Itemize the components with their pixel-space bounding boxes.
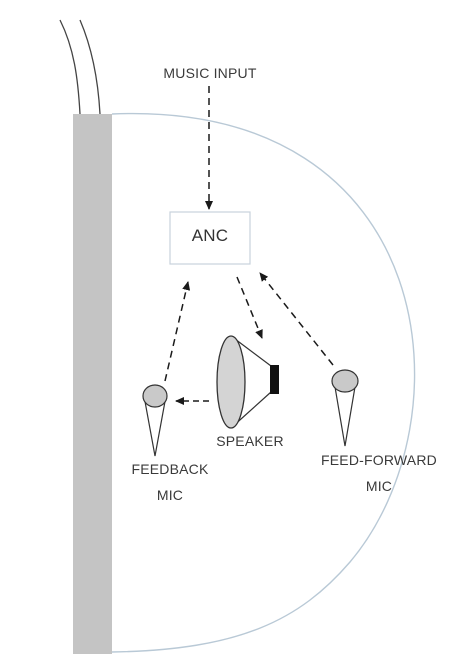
music-input-label: MUSIC INPUT (163, 65, 257, 81)
arrow-feedback-mic-to-anc (164, 281, 191, 382)
feedback-mic-icon (142, 384, 168, 457)
anc-box (169, 211, 251, 265)
feedback-mic-label-line1: FEEDBACK (131, 461, 209, 477)
headband-wire-inner (79, 19, 101, 115)
feedback-mic-label-line2: MIC (156, 487, 184, 503)
feedforward-mic-label-line1: FEED-FORWARD (321, 452, 437, 468)
feedforward-mic-label-line2: MIC (365, 478, 393, 494)
arrow-anc-to-speaker (236, 276, 263, 339)
speaker-label: SPEAKER (216, 433, 284, 449)
arrow-feedforward-mic-to-anc (259, 272, 334, 366)
headband-wire-outer (59, 19, 81, 115)
earcup-outline (111, 113, 416, 653)
feedforward-mic-icon (331, 369, 359, 447)
earcup-wall (73, 114, 112, 654)
anc-label: ANC (191, 226, 229, 245)
speaker-icon (216, 335, 279, 429)
